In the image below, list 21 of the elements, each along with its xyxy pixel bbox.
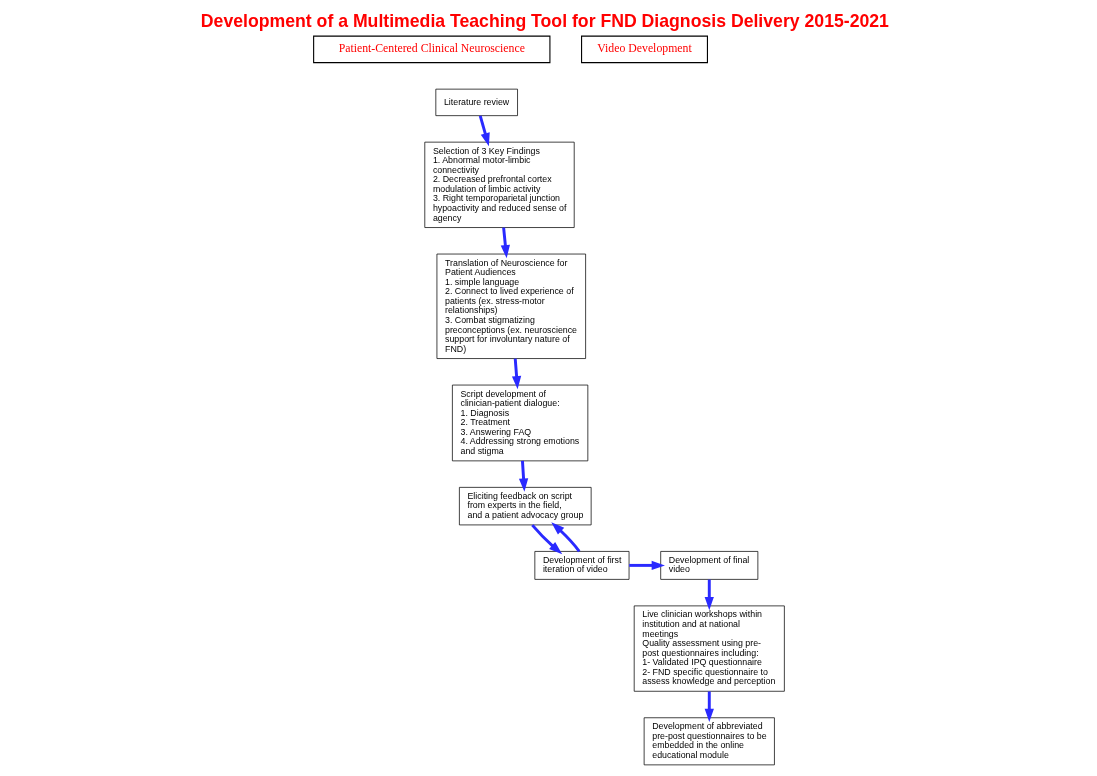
node-box: Script development of clinician-patient dialogue: 1. Diagnosis 2. Treatment 3. Answering FAQ 4. Addressing strong emotions and stigma [451, 384, 588, 462]
node-box: Video Development [580, 35, 708, 64]
arrow [530, 524, 562, 555]
node-box: Live clinician workshops within institution and at national meetings Quality assessment using pre- post questionnaires including: 1- Validated IPQ questionnaire 2- FND specific questionnaire to assess knowledge and perception [633, 605, 785, 692]
arrow [500, 227, 510, 259]
diagram-title: Development of a Multimedia Teaching Tool for FND Diagnosis Delivery 2015-2021 [200, 11, 889, 32]
arrow [518, 460, 528, 492]
node-box: Development of first iteration of video [533, 551, 629, 580]
node-box: Translation of Neuroscience for Patient Audiences 1. simple language 2. Connect to lived experience of patients (ex. stress-motor relationships) 3. Combat stigmatizing preconceptions (ex. neuroscience support for involuntary nature of FND) [436, 253, 586, 359]
node-box: Development of abbreviated pre-post questionnaires to be embedded in the online educational module [643, 717, 775, 766]
node-box: Patient-Centered Clinical Neuroscience [312, 35, 550, 64]
node-box: Development of final video [659, 551, 758, 580]
node-box: Literature review [434, 88, 518, 117]
arrow [704, 691, 714, 722]
arrow [478, 115, 490, 147]
node-box: Selection of 3 Key Findings 1. Abnormal motor-limbic connectivity 2. Decreased prefrontal cortex modulation of limbic activity 3. Right temporoparietal junction hypoactivity and reduced sense of agency [423, 141, 575, 228]
arrow [628, 560, 665, 571]
node-box: Eliciting feedback on script from experts in the field, and a patient advocacy group [458, 487, 591, 526]
arrow [704, 579, 714, 611]
arrow [550, 522, 580, 553]
arrow [511, 358, 521, 390]
